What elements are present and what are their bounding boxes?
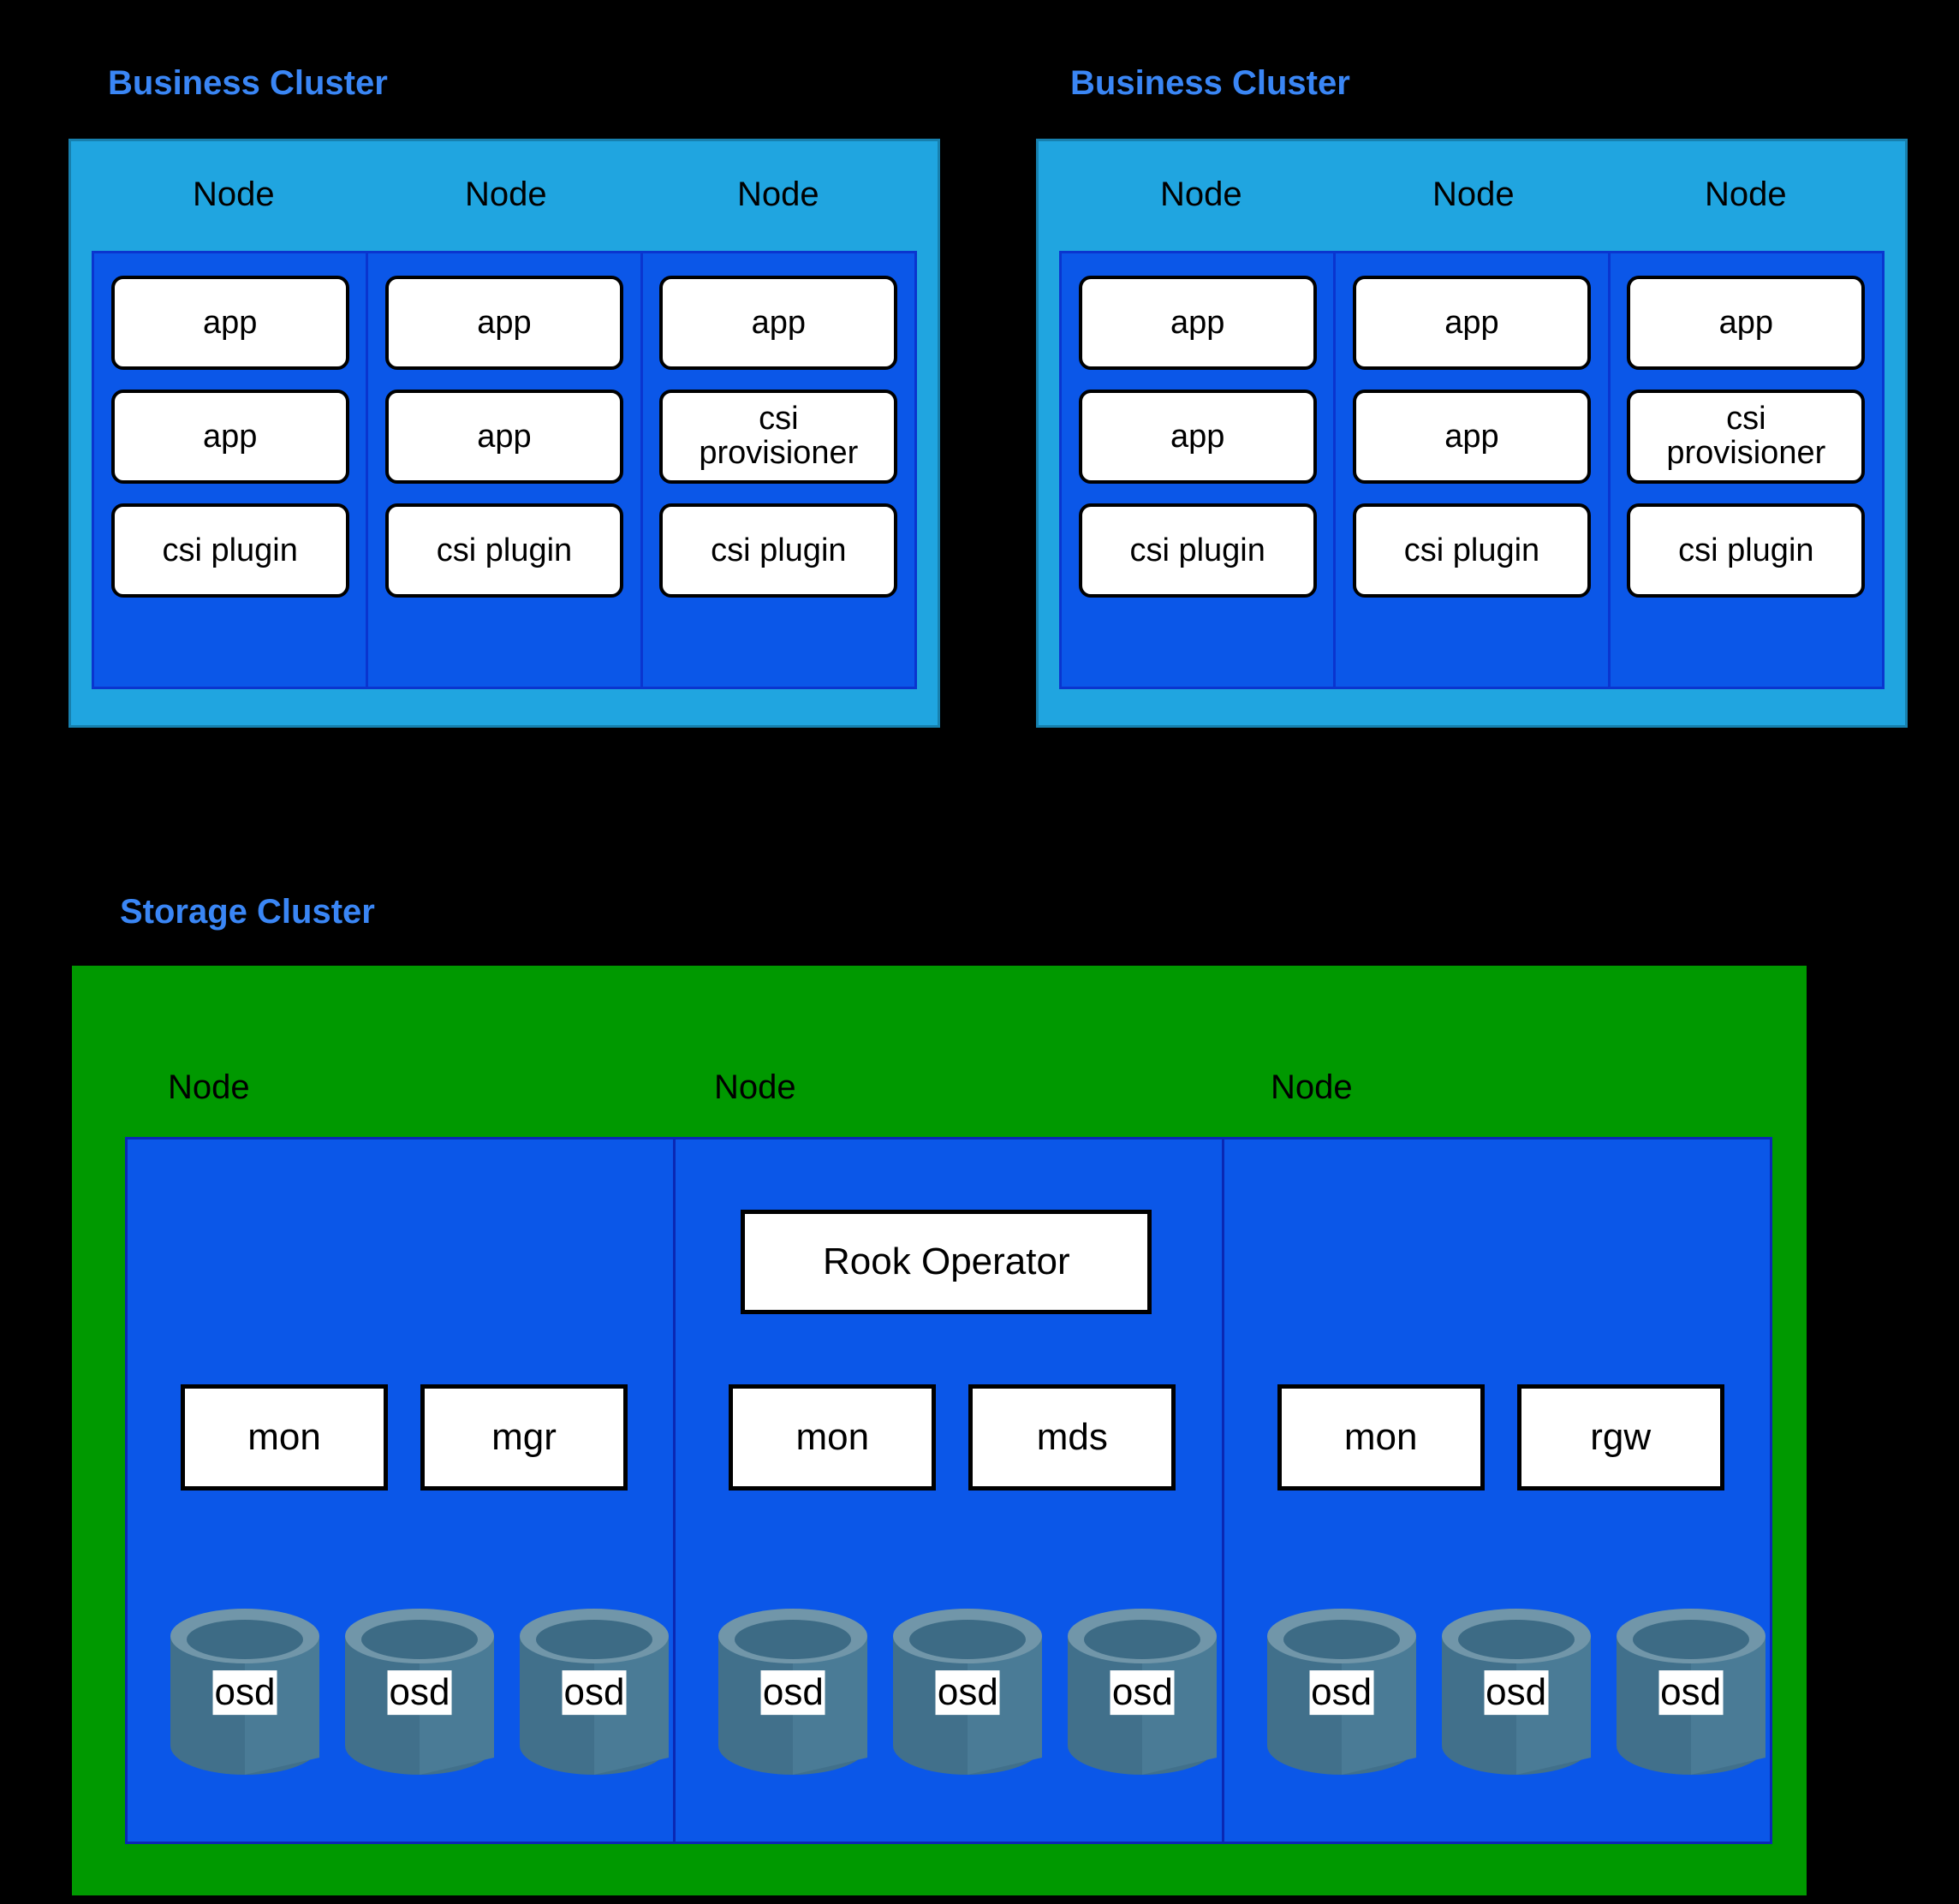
node-label: Node [465,176,547,213]
node-label: Node [168,1068,250,1106]
storage-node: Rook Operator mon mds osd [676,1139,1224,1842]
daemon-mon[interactable]: mon [729,1384,937,1490]
pod-csi-plugin[interactable]: csi plugin [110,503,349,598]
pod-app[interactable]: app [1078,276,1317,370]
daemon-rgw[interactable]: rgw [1516,1384,1724,1490]
business-cluster-1: Node Node Node app app csi plugin app ap… [68,139,940,728]
osd-row: osd osd [1260,1607,1772,1775]
node-label: Node [737,176,819,213]
business-cluster-2-nodes: app app csi plugin app app csi plugin ap… [1059,251,1885,689]
node-label: Node [1160,176,1242,213]
storage-cluster-nodes: mon mgr osd [125,1137,1772,1844]
storage-node: mon rgw osd [1224,1139,1770,1842]
osd-label: osd [760,1670,825,1716]
business-cluster-2: Node Node Node app app csi plugin app ap… [1036,139,1908,728]
pod-app[interactable]: app [384,276,623,370]
business-node: app app csi plugin [1062,253,1337,687]
pod-csi-plugin[interactable]: csi plugin [1627,503,1866,598]
pod-csi-plugin[interactable]: csi plugin [384,503,623,598]
pod-csi-plugin[interactable]: csi plugin [1078,503,1317,598]
node-label: Node [1271,1068,1353,1106]
osd-cylinder[interactable]: osd [164,1607,326,1775]
business-cluster-2-node-headers: Node Node Node [1039,141,1905,251]
storage-cluster-title: Storage Cluster [120,893,375,931]
node-label: Node [193,176,275,213]
storage-cluster: Node Node Node mon mgr [72,966,1807,1895]
pod-csi-plugin[interactable]: csi plugin [1352,503,1591,598]
pod-csi-plugin[interactable]: csi plugin [659,503,898,598]
business-cluster-1-node-headers: Node Node Node [71,141,938,251]
pod-app[interactable]: app [659,276,898,370]
storage-cluster-node-headers: Node Node Node [72,966,1807,1137]
osd-label: osd [1309,1670,1374,1716]
osd-row: osd osd [164,1607,676,1775]
osd-label: osd [1658,1670,1724,1716]
rook-operator-box[interactable]: Rook Operator [741,1210,1152,1314]
node-label: Node [1432,176,1515,213]
pod-app[interactable]: app [1078,390,1317,484]
osd-cylinder[interactable]: osd [1435,1607,1598,1775]
business-node: app app csi plugin [368,253,643,687]
node-label: Node [714,1068,796,1106]
osd-label: osd [1484,1670,1549,1716]
pod-app[interactable]: app [1352,390,1591,484]
osd-label: osd [387,1670,452,1716]
business-cluster-2-title: Business Cluster [1070,64,1350,102]
pod-app[interactable]: app [1352,276,1591,370]
osd-label: osd [562,1670,627,1716]
daemon-mds[interactable]: mds [968,1384,1176,1490]
osd-cylinder[interactable]: osd [886,1607,1049,1775]
osd-cylinder[interactable]: osd [338,1607,501,1775]
business-cluster-1-nodes: app app csi plugin app app csi plugin ap… [92,251,917,689]
daemon-mgr[interactable]: mgr [420,1384,628,1490]
osd-cylinder[interactable]: osd [1061,1607,1224,1775]
osd-label: osd [1110,1670,1175,1716]
pod-app[interactable]: app [384,390,623,484]
osd-cylinder[interactable]: osd [1260,1607,1423,1775]
business-node: app app csi plugin [1336,253,1611,687]
daemon-mon[interactable]: mon [181,1384,388,1490]
daemon-mon[interactable]: mon [1277,1384,1485,1490]
osd-cylinder[interactable]: osd [513,1607,676,1775]
business-node: app app csi plugin [94,253,369,687]
osd-label: osd [935,1670,1000,1716]
osd-cylinder[interactable]: osd [1610,1607,1772,1775]
node-label: Node [1705,176,1787,213]
pod-app[interactable]: app [110,276,349,370]
osd-cylinder[interactable]: osd [712,1607,874,1775]
business-cluster-1-title: Business Cluster [108,64,388,102]
pod-app[interactable]: app [1627,276,1866,370]
storage-node: mon mgr osd [128,1139,676,1842]
osd-label: osd [212,1670,277,1716]
pod-app[interactable]: app [110,390,349,484]
osd-row: osd osd [712,1607,1224,1775]
